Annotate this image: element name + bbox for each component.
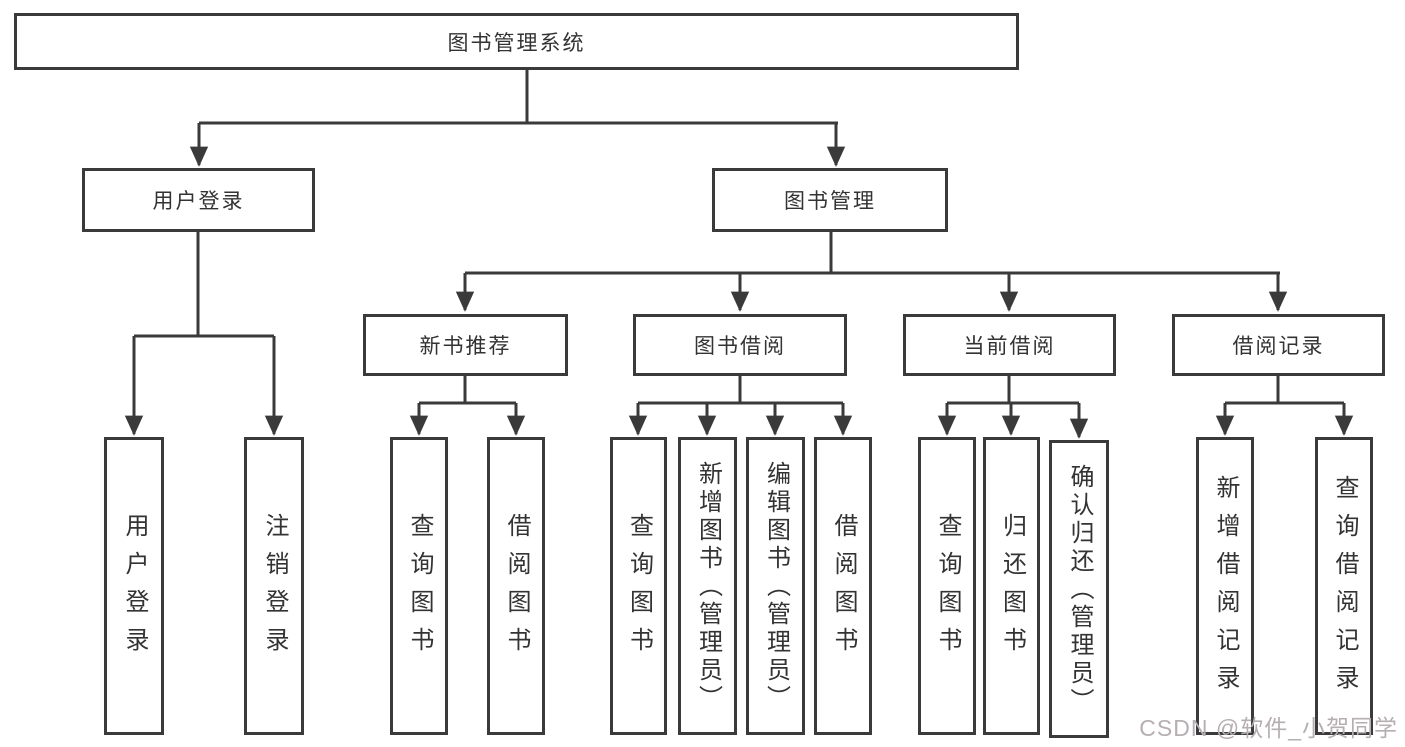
node-borrow-books: 借阅图书 [814, 437, 872, 735]
csdn-watermark: CSDN @软件_小贺同学 [1139, 715, 1398, 741]
rail-current-borrow [947, 376, 1079, 405]
node-book-borrowing: 图书借阅 [633, 314, 847, 376]
node-confirm-return-admin: 确认归还（管理员） [1049, 440, 1109, 738]
node-logout: 注销登录 [244, 437, 304, 735]
node-new-book-recommend: 新书推荐 [363, 314, 568, 376]
rail-user-login [134, 232, 274, 338]
node-user-login: 用户登录 [104, 437, 164, 735]
node-query-books-recommend: 查询图书 [390, 437, 448, 735]
rail-book-borrow [638, 376, 843, 405]
node-add-borrow-record: 新增借阅记录 [1196, 437, 1254, 735]
node-query-borrow-record: 查询借阅记录 [1315, 437, 1373, 735]
node-query-books-current: 查询图书 [918, 437, 976, 735]
node-user-login-branch: 用户登录 [82, 168, 315, 232]
node-edit-books-admin: 编辑图书（管理员） [746, 437, 805, 735]
rail-root [199, 70, 838, 125]
node-book-management-branch: 图书管理 [712, 168, 948, 232]
rail-book-mgmt [465, 232, 1280, 275]
node-query-books-borrow: 查询图书 [610, 437, 667, 735]
node-current-borrowing: 当前借阅 [903, 314, 1116, 376]
node-borrowing-records: 借阅记录 [1172, 314, 1385, 376]
node-library-system: 图书管理系统 [14, 13, 1019, 70]
node-add-books-admin: 新增图书（管理员） [678, 437, 737, 735]
rail-borrow-records [1225, 376, 1344, 405]
rail-new-book [419, 376, 516, 405]
node-return-books: 归还图书 [983, 437, 1040, 735]
node-borrow-books-recommend: 借阅图书 [487, 437, 545, 735]
